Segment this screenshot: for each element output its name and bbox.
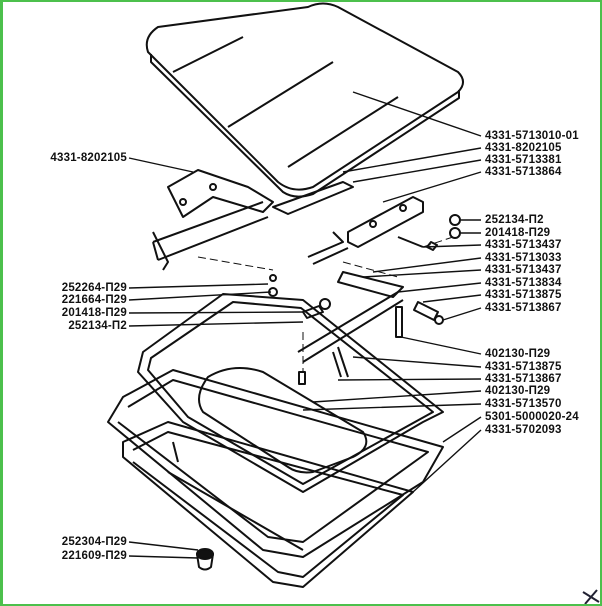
part-label: 4331-5713875 [485, 289, 562, 301]
part-label: 4331-5713834 [485, 277, 562, 289]
roof-hatch-drawing [107, 2, 600, 604]
part-label: 4331-5702093 [485, 424, 562, 436]
part-label: 201418-П29 [485, 227, 551, 239]
part-label: 4331-5713867 [485, 373, 562, 385]
part-label: 4331-8202105 [50, 152, 127, 164]
part-label: 4331-5713437 [485, 239, 562, 251]
part-label: 4331-5713570 [485, 398, 562, 410]
part-label: 252304-П29 [61, 536, 127, 548]
hinge-left [152, 169, 354, 271]
part-label: 4331-5713010-01 [485, 130, 579, 142]
part-label: 252134-П2 [485, 214, 544, 226]
watermark-tools-icon [582, 589, 600, 604]
knob [196, 548, 214, 571]
hatch-lid [145, 2, 464, 198]
part-label: 4331-5713867 [485, 302, 562, 314]
outer-frame [107, 369, 444, 588]
part-label: 221664-П29 [61, 294, 127, 306]
leader-lines [128, 91, 482, 559]
part-label: 402130-П29 [485, 348, 551, 360]
part-label: 5301-5000020-24 [485, 411, 579, 423]
part-label: 252264-П29 [61, 282, 127, 294]
part-label: 252134-П2 [68, 320, 127, 332]
part-label: 4331-5713437 [485, 264, 562, 276]
part-label: 4331-8202105 [485, 142, 562, 154]
hinge-right [297, 196, 461, 363]
part-label: 4331-5713033 [485, 252, 562, 264]
part-label: 201418-П29 [61, 307, 127, 319]
part-label: 4331-5713381 [485, 154, 562, 166]
center-lines [197, 236, 454, 372]
part-label: 4331-5713875 [485, 361, 562, 373]
part-label: 221609-П29 [61, 550, 127, 562]
inner-frame [137, 293, 444, 493]
part-label: 4331-5713864 [485, 166, 562, 178]
part-label: 402130-П29 [485, 385, 551, 397]
